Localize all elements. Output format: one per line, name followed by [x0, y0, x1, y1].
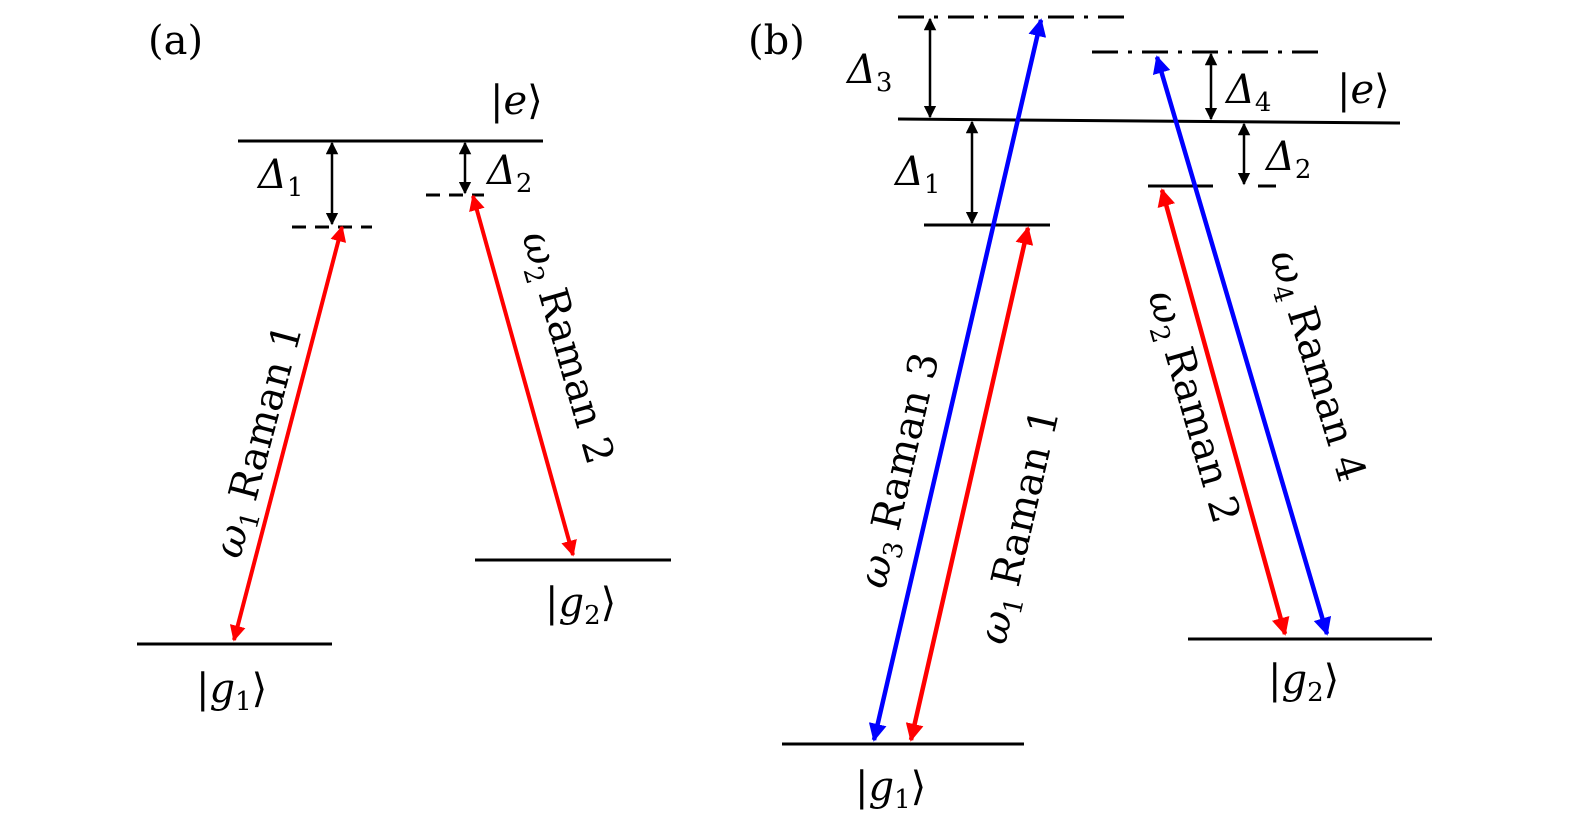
panel-a: (a) |e⟩ |g2⟩ |g1⟩ Δ1 Δ2 ω1Raman 1 ω2Rama…	[137, 18, 671, 717]
beam-raman-4-b	[1152, 55, 1332, 636]
level-e-b	[897, 117, 1401, 125]
beam-label-raman-2-a: ω2Raman 2	[508, 226, 623, 471]
state-label-e-b: |e⟩	[1337, 67, 1390, 113]
detuning-1-label-a: Δ1	[256, 152, 303, 203]
detuning-2-label-a: Δ2	[485, 148, 532, 199]
beam-label-raman-2-b: ω2Raman 2	[1134, 285, 1249, 530]
beam-raman-1-a	[229, 225, 347, 642]
state-label-g2-b: |g2⟩	[1268, 657, 1339, 708]
panel-b-label: (b)	[748, 18, 805, 64]
state-label-g1-b: |g1⟩	[855, 764, 926, 815]
detuning-2-label-b: Δ2	[1264, 134, 1311, 185]
detuning-4-label-b: Δ4	[1224, 67, 1271, 118]
state-label-g1-a: |g1⟩	[196, 666, 267, 717]
panel-a-label: (a)	[148, 18, 203, 64]
panel-b: (b) |e⟩ |g2⟩ |g1⟩ Δ3 Δ4 Δ1 Δ2 ω3Raman 3 …	[748, 15, 1432, 815]
beam-raman-1-b	[905, 226, 1034, 742]
detuning-1-label-b: Δ1	[893, 149, 940, 200]
beam-label-raman-1-a: ω1Raman 1	[205, 319, 316, 564]
beam-raman-2-a	[469, 194, 577, 557]
beam-label-raman-1-b: ω1Raman 1	[970, 404, 1074, 649]
state-label-g2-a: |g2⟩	[545, 580, 616, 631]
state-label-e-a: |e⟩	[490, 78, 543, 124]
detuning-3-label-b: Δ3	[845, 47, 892, 98]
